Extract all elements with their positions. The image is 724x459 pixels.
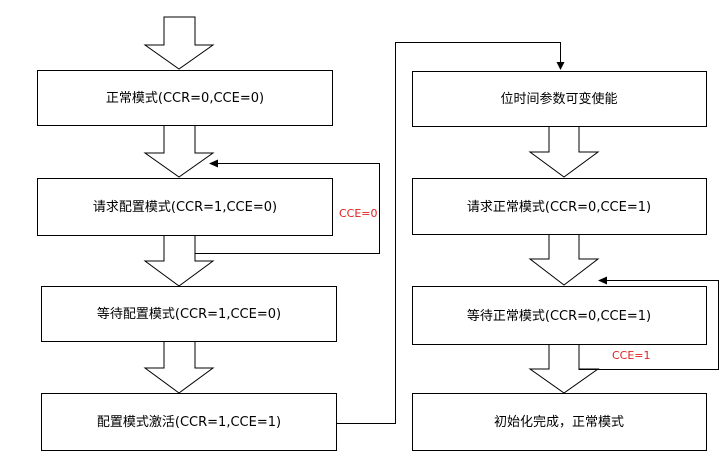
right-loop-connector [578,276,719,370]
flow-arrow-6-7 [528,233,600,286]
step-config-mode-active: 配置模式激活(CCR=1,CCE=1) [41,393,337,451]
step-wait-config-mode: 等待配置模式(CCR=1,CCE=0) [41,286,337,342]
step-label: 请求配置模式(CCR=1,CCE=0) [93,200,277,215]
step-label: 正常模式(CCR=0,CCE=0) [106,91,264,106]
step-label: 配置模式激活(CCR=1,CCE=1) [97,415,281,430]
flow-arrow-3-4 [143,339,215,394]
entry-arrow [143,16,215,70]
left-loop-condition: CCE=0 [339,207,378,220]
step-label: 位时间参数可变使能 [500,91,617,107]
step-label: 初始化完成，正常模式 [494,415,624,430]
step-init-complete: 初始化完成，正常模式 [412,393,707,451]
right-loop-condition: CCE=1 [612,349,651,362]
step-request-normal-mode: 请求正常模式(CCR=0,CCE=1) [412,178,707,235]
flow-arrow-7-8 [528,343,600,394]
flow-arrow-2-3 [143,234,215,287]
step-label: 请求正常模式(CCR=0,CCE=1) [467,200,651,215]
right-loop-arrowhead [598,276,607,285]
flow-arrow-1-2 [143,124,215,178]
step-label: 等待正常模式(CCR=0,CCE=1) [467,308,651,324]
left-loop-arrowhead [209,159,218,168]
step-bit-timing-enable: 位时间参数可变使能 [412,71,707,127]
step-normal-mode: 正常模式(CCR=0,CCE=0) [37,70,333,126]
column-connector-arrowhead [556,62,565,70]
step-request-config-mode: 请求配置模式(CCR=1,CCE=0) [37,178,333,236]
left-loop-connector [195,159,380,254]
step-label: 等待配置模式(CCR=1,CCE=0) [97,306,281,322]
flow-arrow-5-6 [528,124,600,178]
step-wait-normal-mode: 等待正常模式(CCR=0,CCE=1) [412,286,707,345]
column-connector [336,42,565,424]
